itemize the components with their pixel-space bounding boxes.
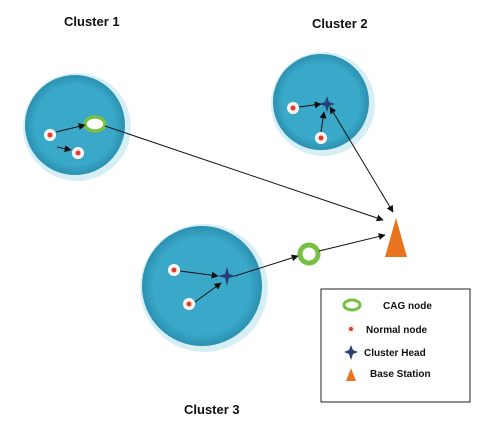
legend-label-base-station: Base Station [370,369,431,380]
legend-label-cluster-head: Cluster Head [364,348,426,359]
link-arrow [298,101,322,109]
normal-node-icon [346,324,356,334]
normal-node [183,298,195,310]
cluster-3-title: Cluster 3 [184,402,240,417]
normal-node [168,264,180,276]
link-arrow [234,254,299,277]
link-arrow [194,282,222,303]
cag-node-icon [342,298,362,312]
legend-label-cag-node: CAG node [383,301,432,312]
cluster-head-icon [344,345,358,360]
cluster-1-title: Cluster 1 [64,14,120,29]
link-arrow [56,145,72,153]
cluster-1 [23,73,131,181]
link-arrow [319,111,327,133]
normal-node [72,147,84,159]
cluster-2-title: Cluster 2 [312,16,368,31]
normal-node [44,129,56,141]
cluster-1-area [25,75,125,175]
cluster-3 [140,224,268,352]
cluster-2 [271,52,375,156]
link-arrow [318,233,386,252]
base-station [385,218,407,257]
legend: CAG node Normal node Cluster Head Base S… [320,288,471,403]
cluster-3-area [142,226,262,346]
normal-node [287,102,299,114]
normal-node [315,132,327,144]
legend-label-normal-node: Normal node [366,325,428,336]
cag-node [297,242,321,266]
link-arrow [179,270,219,279]
base-station-icon [346,368,356,381]
link-arrow [55,123,86,133]
cluster-head [218,267,236,286]
cag-node [83,115,107,133]
cluster-head [319,96,335,112]
link-arrow [329,106,394,213]
